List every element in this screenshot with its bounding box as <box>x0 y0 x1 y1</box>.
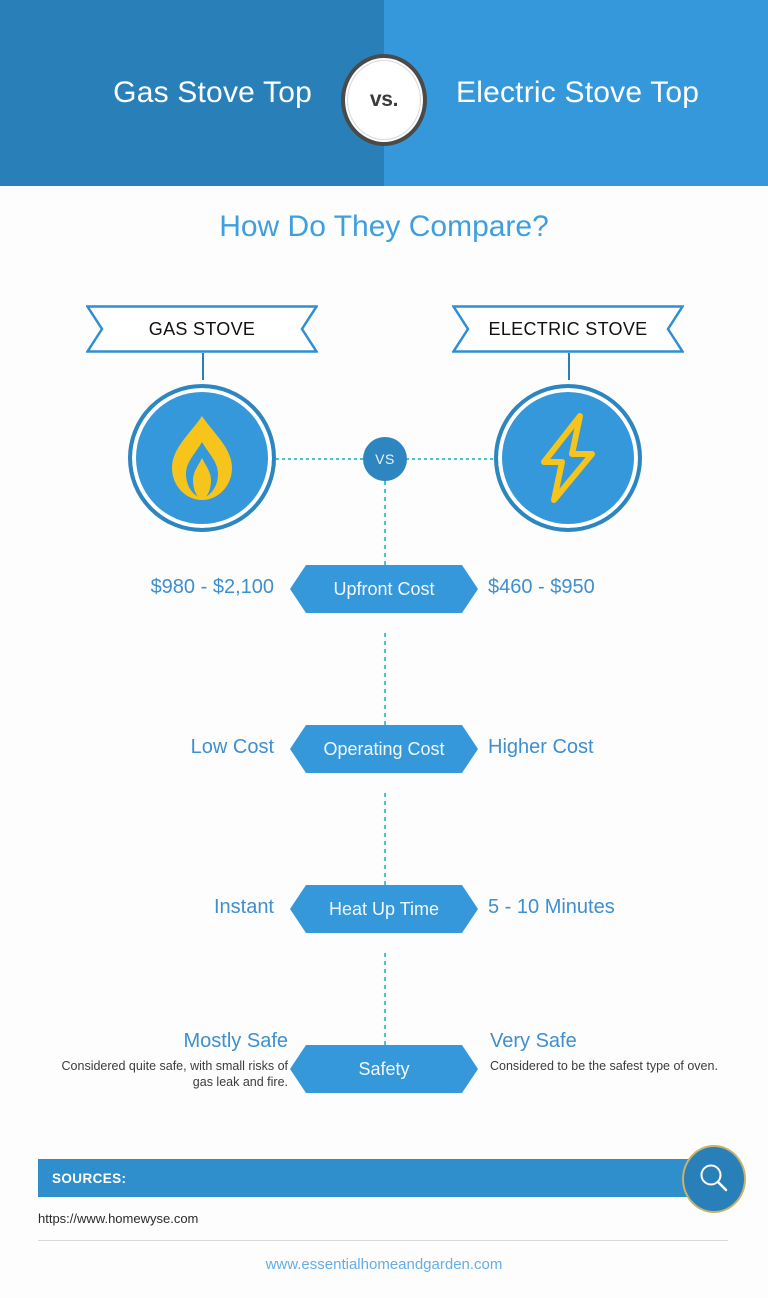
dotted-link-left <box>276 458 364 460</box>
header-banner: Gas Stove Top Electric Stove Top vs. <box>0 0 768 186</box>
row-label-pill: Heat Up Time <box>290 885 478 933</box>
row-label-text: Heat Up Time <box>328 898 440 919</box>
banner-gas-stove-label: GAS STOVE <box>148 318 256 339</box>
safety-left-heading: Mostly Safe <box>183 1030 288 1052</box>
pill-hexagon-shape <box>290 1045 478 1093</box>
row-label-pill: Upfront Cost <box>290 565 478 613</box>
dotted-spine-3 <box>384 793 386 905</box>
banner-gas-stove: GAS STOVE <box>86 305 318 353</box>
row-right-value: Higher Cost <box>488 736 594 758</box>
row-left-value: $980 - $2,100 <box>150 576 274 598</box>
footer-divider <box>38 1240 728 1241</box>
banner-shape-right <box>452 305 684 353</box>
row-label-text: Safety <box>358 1058 410 1079</box>
sources-heading: SOURCES: <box>52 1170 127 1186</box>
connector-gas-stem <box>202 353 204 380</box>
row-label-pill: Operating Cost <box>290 725 478 773</box>
pill-hexagon-shape <box>290 565 478 613</box>
banner-electric-stove: ELECTRIC STOVE <box>452 305 684 353</box>
dotted-link-right <box>406 458 494 460</box>
banner-shape-left <box>86 305 318 353</box>
sources-bar: SOURCES: <box>38 1159 698 1197</box>
lightning-bolt-icon <box>541 413 595 503</box>
comparison-row-operating-cost: Low Cost Operating Cost Higher Cost <box>0 725 768 785</box>
comparison-row-upfront-cost: $980 - $2,100 Upfront Cost $460 - $950 <box>0 565 768 625</box>
header-right-panel: Electric Stove Top <box>384 0 768 186</box>
row-label-text: Operating Cost <box>323 738 445 759</box>
connector-electric-stem <box>568 353 570 380</box>
footer-site-url[interactable]: www.essentialhomeandgarden.com <box>265 1256 503 1273</box>
source-link-1[interactable]: https://www.homewyse.com <box>38 1211 199 1226</box>
header-left-title: Gas Stove Top <box>113 76 312 109</box>
center-vs-node: VS <box>363 437 407 481</box>
dotted-spine-4 <box>384 953 386 1063</box>
pill-hexagon-shape <box>290 725 478 773</box>
safety-right-block: Very Safe Considered to be the safest ty… <box>490 1027 740 1074</box>
magnifier-badge[interactable] <box>682 1145 746 1213</box>
row-label-pill: Safety <box>290 1045 478 1093</box>
gas-icon-circle <box>128 384 276 532</box>
dotted-spine-2 <box>384 633 386 745</box>
safety-right-heading: Very Safe <box>490 1030 577 1052</box>
header-right-title: Electric Stove Top <box>456 76 700 109</box>
header-vs-label: vs. <box>369 88 399 111</box>
pill-hexagon-shape <box>290 885 478 933</box>
section-title: How Do They Compare? <box>219 210 549 243</box>
banner-electric-stove-label: ELECTRIC STOVE <box>488 318 648 339</box>
electric-icon-circle <box>494 384 642 532</box>
safety-left-block: Mostly Safe Considered quite safe, with … <box>38 1027 288 1090</box>
row-right-value: 5 - 10 Minutes <box>488 896 615 918</box>
row-right-value: $460 - $950 <box>488 576 595 598</box>
comparison-row-heat-up-time: Instant Heat Up Time 5 - 10 Minutes <box>0 885 768 945</box>
safety-left-detail: Considered quite safe, with small risks … <box>61 1059 288 1089</box>
row-left-value: Instant <box>213 896 274 918</box>
dotted-spine-1 <box>384 481 386 585</box>
safety-right-detail: Considered to be the safest type of oven… <box>490 1059 718 1073</box>
row-left-value: Low Cost <box>190 736 274 758</box>
header-left-panel: Gas Stove Top <box>0 0 384 186</box>
row-label-text: Upfront Cost <box>333 578 435 599</box>
comparison-row-safety: Mostly Safe Considered quite safe, with … <box>0 1030 768 1105</box>
header-vs-badge: vs. <box>341 54 427 146</box>
gas-flame-icon <box>172 416 232 500</box>
magnifier-icon <box>700 1164 728 1192</box>
